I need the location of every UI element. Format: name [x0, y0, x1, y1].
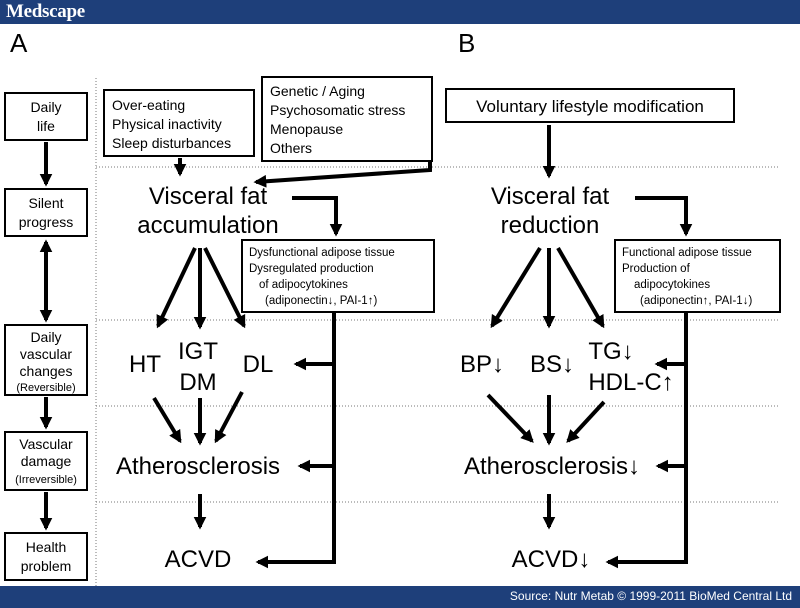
dysfunctional-line3: of adipocytokines: [259, 279, 348, 291]
visceral-fat-b-line2: reduction: [501, 212, 600, 239]
risk-line4: Others: [270, 140, 312, 156]
arrow-risk-to-visceral: [253, 162, 432, 188]
atherosclerosis-a: Atherosclerosis: [116, 453, 280, 480]
lifestyle-modification-text: Voluntary lifestyle modification: [476, 97, 704, 116]
dl-label: DL: [243, 351, 274, 378]
footer-bar: Source: Nutr Metab © 1999-2011 BioMed Ce…: [0, 586, 800, 608]
lifestyle-line1: Over-eating: [112, 97, 185, 113]
acvd-b: ACVD↓: [512, 546, 591, 573]
risk-factors-box: [261, 76, 433, 162]
stage-separators: [95, 78, 780, 586]
stage-changes-line1: Daily: [30, 329, 61, 345]
atherosclerosis-b: Atherosclerosis↓: [464, 453, 640, 480]
panel-a-arrows: [152, 158, 432, 569]
arrow-adipose-to-acvd: [255, 312, 336, 569]
functional-line3: adipocytokines: [634, 279, 710, 291]
panel-b: Voluntary lifestyle modification Viscera…: [445, 88, 781, 573]
functional-line4: (adiponectin↑, PAI-1↓): [640, 295, 752, 307]
ht-label: HT: [129, 351, 161, 378]
arrow-functional-to-acvd: [605, 312, 688, 569]
arrow-hdl-to-athero: [566, 400, 606, 443]
stage-health-line1: Health: [26, 539, 66, 555]
stage-box-vascular-damage: [4, 431, 88, 491]
lifestyle-factors-box: [103, 89, 255, 157]
functional-adipose-box: [614, 239, 781, 313]
tg-label: TG↓: [588, 338, 633, 365]
dm-label: DM: [179, 369, 216, 396]
functional-line2: Production of: [622, 263, 691, 275]
stage-changes-line4: (Reversible): [16, 382, 75, 394]
stage-daily-life-line1: Daily: [30, 99, 61, 115]
panel-b-letter: B: [458, 28, 475, 58]
stage-changes-line2: vascular: [20, 346, 72, 362]
stage-box-daily-life: [4, 92, 88, 141]
hdl-label: HDL-C↑: [588, 369, 673, 396]
stage-changes-line3: changes: [20, 363, 73, 379]
dysfunctional-line4: (adiponectin↓, PAI-1↑): [265, 295, 377, 307]
stage-box-vascular-changes: [4, 324, 88, 396]
stage-damage-line3: (Irreversible): [15, 474, 77, 486]
functional-line1: Functional adipose tissue: [622, 247, 752, 259]
arrow-bp-to-athero: [486, 393, 534, 443]
dysfunctional-adipose-box: [241, 239, 435, 313]
risk-line2: Psychosomatic stress: [270, 102, 405, 118]
dysfunctional-line1: Dysfunctional adipose tissue: [249, 247, 395, 259]
arrow-visceral-to-functional: [635, 196, 693, 237]
stage-damage-line1: Vascular: [19, 436, 73, 452]
source-credit: Source: Nutr Metab © 1999-2011 BioMed Ce…: [509, 589, 792, 603]
arrow-visceral-to-dl: [203, 247, 246, 329]
visceral-fat-a-line2: accumulation: [137, 212, 278, 239]
bp-label: BP↓: [460, 351, 504, 378]
visceral-fat-b-line1: Visceral fat: [491, 183, 610, 210]
stage-silent-line1: Silent: [28, 195, 63, 211]
dysfunctional-line2: Dysregulated production: [249, 263, 374, 275]
stage-column: Daily life Silent progress Daily vascula…: [4, 92, 88, 581]
lifestyle-modification-box: [445, 88, 735, 123]
stage-damage-line2: damage: [21, 453, 72, 469]
arrow-dl-to-athero: [214, 391, 244, 444]
igt-label: IGT: [178, 338, 218, 365]
lifestyle-line3: Sleep disturbances: [112, 135, 231, 151]
panel-a: Over-eating Physical inactivity Sleep di…: [103, 76, 435, 573]
stage-box-health-problem: [4, 532, 88, 581]
panel-a-letter: A: [10, 28, 28, 58]
arrow-visceral-to-ht: [156, 247, 197, 329]
arrow-visceral-to-adipose: [292, 196, 343, 237]
stage-box-silent-progress: [4, 188, 88, 237]
arrow-visceral-to-bp: [490, 246, 542, 329]
stage-health-line2: problem: [21, 558, 72, 574]
stage-daily-life-line2: life: [37, 118, 55, 134]
bs-label: BS↓: [530, 351, 574, 378]
arrow-ht-to-athero: [152, 396, 182, 444]
medscape-logo[interactable]: Medscape: [6, 1, 85, 22]
header-bar: Medscape: [0, 0, 800, 24]
risk-line1: Genetic / Aging: [270, 83, 365, 99]
panel-b-arrows: [486, 125, 693, 569]
arrow-visceral-to-tg: [556, 247, 605, 329]
acvd-a: ACVD: [165, 546, 232, 573]
risk-line3: Menopause: [270, 121, 343, 137]
visceral-fat-a-line1: Visceral fat: [149, 183, 268, 210]
stage-silent-line2: progress: [19, 214, 73, 230]
lifestyle-line2: Physical inactivity: [112, 116, 222, 132]
